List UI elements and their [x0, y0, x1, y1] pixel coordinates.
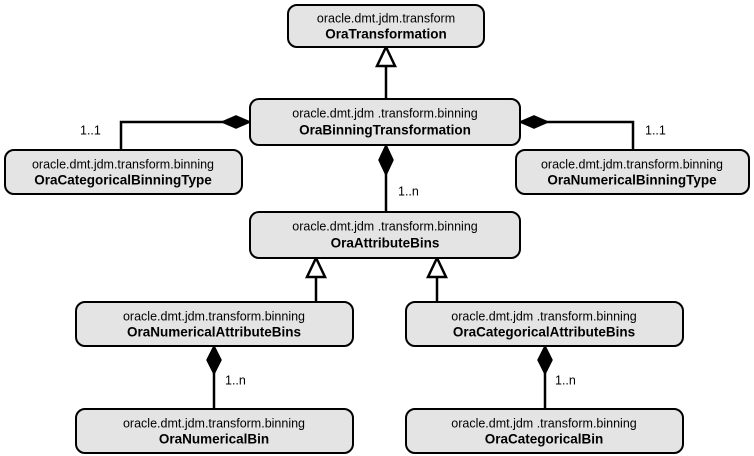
node-layer: oracle.dmt.jdm.transform OraTransformati…: [4, 4, 750, 454]
rel-composition-numerical-binning-type: [518, 115, 635, 150]
class-node-ora-numerical-binning-type-box[interactable]: [515, 149, 750, 195]
class-node-ora-categorical-bin-box[interactable]: [405, 408, 684, 454]
class-node-ora-attribute-bins-package: oracle.dmt.jdm .transform.binning: [292, 219, 478, 233]
class-node-ora-binning-transformation-box[interactable]: [249, 98, 521, 146]
class-node-ora-attribute-bins[interactable]: oracle.dmt.jdm .transform.binning OraAtt…: [249, 211, 521, 259]
class-node-ora-categorical-attribute-bins-box[interactable]: [405, 301, 684, 347]
class-node-ora-numerical-bin-package: oracle.dmt.jdm.transform.binning: [123, 416, 305, 430]
rel-composition-categorical-binning-type: [119, 115, 252, 150]
rel-composition-numerical-bin: [206, 344, 222, 409]
class-node-ora-numerical-bin[interactable]: oracle.dmt.jdm.transform.binning OraNume…: [75, 408, 354, 454]
connector-layer: [119, 44, 635, 409]
class-node-ora-categorical-binning-type[interactable]: oracle.dmt.jdm.transform.binning OraCate…: [4, 149, 243, 195]
class-node-ora-attribute-bins-box[interactable]: [249, 211, 521, 259]
rel-composition-categorical-bin: [537, 344, 553, 409]
class-node-ora-numerical-bin-name: OraNumericalBin: [159, 432, 269, 447]
class-node-ora-transformation-name: OraTransformation: [325, 27, 447, 42]
class-node-ora-attribute-bins-name: OraAttributeBins: [331, 236, 440, 251]
class-node-ora-categorical-binning-type-box[interactable]: [4, 149, 243, 195]
class-node-ora-categorical-binning-type-package: oracle.dmt.jdm.transform.binning: [32, 157, 214, 171]
class-node-ora-categorical-bin-package: oracle.dmt.jdm .transform.binning: [451, 416, 637, 430]
multiplicity-label-left-binning-type: 1..1: [80, 123, 101, 137]
class-node-ora-numerical-binning-type-package: oracle.dmt.jdm.transform.binning: [541, 157, 723, 171]
rel-generalization-numerical-attribute-bins: [305, 255, 327, 302]
class-node-ora-transformation-package: oracle.dmt.jdm.transform: [317, 11, 455, 25]
class-node-ora-categorical-attribute-bins[interactable]: oracle.dmt.jdm .transform.binning OraCat…: [405, 301, 684, 347]
class-node-ora-categorical-binning-type-name: OraCategoricalBinningType: [34, 173, 212, 188]
class-node-ora-numerical-attribute-bins[interactable]: oracle.dmt.jdm.transform.binning OraNume…: [75, 301, 354, 347]
class-node-ora-transformation-box[interactable]: [287, 4, 485, 48]
multiplicity-label-right-binning-type: 1..1: [645, 123, 666, 137]
class-node-ora-categorical-bin[interactable]: oracle.dmt.jdm .transform.binning OraCat…: [405, 408, 684, 454]
class-node-ora-binning-transformation-name: OraBinningTransformation: [299, 123, 471, 138]
multiplicity-label-categorical-bin: 1..n: [555, 373, 576, 387]
rel-generalization-transformation: [375, 44, 397, 99]
class-node-ora-categorical-bin-name: OraCategoricalBin: [485, 432, 604, 447]
class-node-ora-numerical-attribute-bins-box[interactable]: [75, 301, 354, 347]
class-node-ora-binning-transformation[interactable]: oracle.dmt.jdm .transform.binning OraBin…: [249, 98, 521, 146]
class-node-ora-numerical-attribute-bins-package: oracle.dmt.jdm.transform.binning: [123, 309, 305, 323]
multiplicity-label-numerical-bin: 1..n: [225, 373, 246, 387]
rel-composition-attribute-bins: [378, 143, 394, 212]
class-node-ora-numerical-bin-box[interactable]: [75, 408, 354, 454]
class-node-ora-numerical-binning-type[interactable]: oracle.dmt.jdm.transform.binning OraNume…: [515, 149, 750, 195]
class-node-ora-numerical-binning-type-name: OraNumericalBinningType: [547, 173, 717, 188]
rel-generalization-categorical-attribute-bins: [426, 255, 448, 302]
class-node-ora-numerical-attribute-bins-name: OraNumericalAttributeBins: [127, 325, 301, 340]
multiplicity-label-attribute-bins: 1..n: [398, 184, 419, 198]
class-node-ora-categorical-attribute-bins-package: oracle.dmt.jdm .transform.binning: [451, 309, 637, 323]
class-node-ora-transformation[interactable]: oracle.dmt.jdm.transform OraTransformati…: [287, 4, 485, 48]
class-node-ora-categorical-attribute-bins-name: OraCategoricalAttributeBins: [453, 325, 635, 340]
class-node-ora-binning-transformation-package: oracle.dmt.jdm .transform.binning: [292, 106, 478, 120]
multiplicity-layer: 1..1 1..1 1..n 1..n 1..n: [80, 123, 666, 387]
